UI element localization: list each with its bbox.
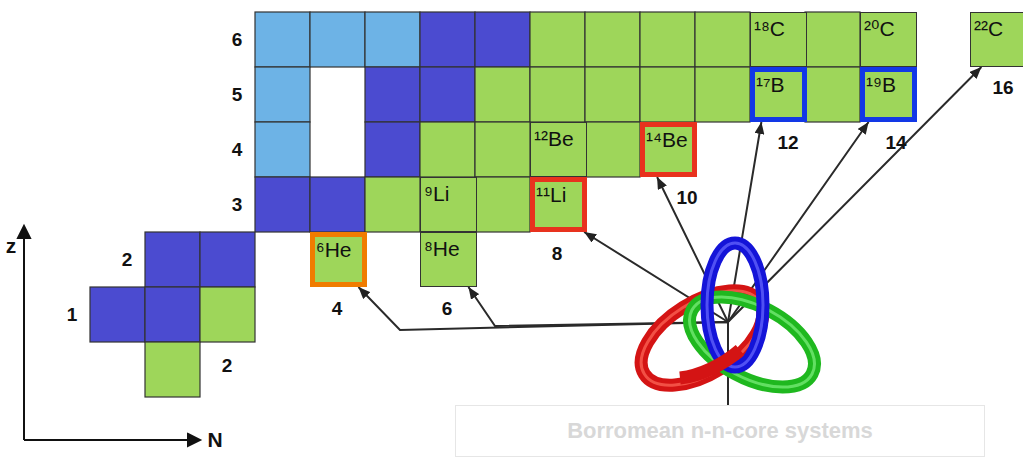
nuclide-cell — [475, 122, 530, 177]
isotope-cell: ¹⁴Be — [640, 122, 697, 177]
nuclide-cell — [365, 177, 420, 232]
nuclide-cell — [145, 342, 200, 397]
nuclide-cell — [200, 232, 255, 287]
neutron-number: 4 — [332, 298, 343, 320]
isotope-cell: ⁶He — [310, 232, 367, 287]
neutron-number: 2 — [222, 355, 233, 377]
caption-text: Borromean n-n-core systems — [567, 419, 873, 443]
nuclide-cell — [310, 12, 365, 67]
isotope-name: ¹⁴Be — [646, 128, 691, 151]
axis-label: N — [207, 428, 222, 452]
isotope-cell: ¹⁸C — [750, 12, 807, 67]
isotope-name: ¹²Be — [534, 127, 583, 150]
nuclide-cell — [475, 67, 530, 122]
isotope-name: ¹⁷B — [756, 73, 801, 96]
nuclide-cell — [475, 12, 530, 67]
label-slot: 10 — [676, 187, 697, 209]
label-slot: 2 — [122, 249, 133, 271]
label-slot: 16 — [992, 77, 1013, 99]
nuclide-cell — [530, 12, 585, 67]
proton-number: 6 — [232, 29, 243, 51]
isotope-name: ¹⁸C — [754, 17, 803, 40]
neutron-number: 14 — [885, 132, 906, 154]
label-slot: 6 — [442, 298, 453, 320]
nuclide-cell — [255, 122, 310, 177]
nuclide-cell — [640, 12, 695, 67]
proton-number: 5 — [232, 84, 243, 106]
label-slot: z — [6, 234, 17, 258]
label-slot: 4 — [232, 139, 243, 161]
label-slot: 2 — [222, 355, 233, 377]
nuclide-cell — [420, 67, 475, 122]
isotope-cell: ¹²Be — [530, 122, 587, 177]
nuclide-cell — [640, 67, 695, 122]
isotope-cell: ⁸He — [420, 232, 477, 287]
label-slot: 14 — [885, 132, 906, 154]
neutron-number: 6 — [442, 298, 453, 320]
nuclide-cell — [145, 232, 200, 287]
isotope-name: ²⁰C — [864, 17, 913, 40]
nuclide-cell — [145, 287, 200, 342]
axis-head — [188, 434, 200, 446]
nuclide-cell — [365, 12, 420, 67]
isotope-cell: ¹⁹B — [860, 67, 917, 122]
proton-number: 4 — [232, 139, 243, 161]
nuclide-cell — [695, 12, 750, 67]
nuclide-cell — [420, 12, 475, 67]
nuclide-cell — [585, 122, 640, 177]
label-slot: 6 — [232, 29, 243, 51]
nuclide-cell — [585, 67, 640, 122]
axis-label: z — [6, 234, 17, 258]
isotope-name: ⁹Li — [424, 182, 473, 205]
proton-number: 3 — [232, 194, 243, 216]
neutron-number: 10 — [676, 187, 697, 209]
label-slot: 4 — [332, 298, 343, 320]
label-slot: 8 — [552, 243, 563, 265]
label-slot: 12 — [777, 132, 798, 154]
z-axis — [23, 236, 25, 440]
nuclide-cell — [805, 67, 860, 122]
nuclide-cell — [530, 67, 585, 122]
axis-arrows — [18, 226, 200, 446]
rings — [625, 243, 829, 406]
nuclide-cell — [90, 287, 145, 342]
nuclide-cell — [695, 67, 750, 122]
nuclide-cell — [475, 177, 530, 232]
label-slot: 1 — [67, 304, 78, 326]
isotope-cell: ¹⁷B — [750, 67, 807, 122]
isotope-name: ⁸He — [424, 237, 473, 260]
nuclide-cell — [255, 67, 310, 122]
nuclide-cell — [585, 12, 640, 67]
n-axis — [24, 439, 190, 441]
pointer-arrow — [728, 67, 981, 405]
isotope-name: ¹⁹B — [866, 73, 911, 96]
nuclide-cell — [200, 287, 255, 342]
proton-number: 2 — [122, 249, 133, 271]
isotope-name: ²²C — [974, 17, 1023, 40]
nuclide-cell — [365, 122, 420, 177]
isotope-cell: ⁹Li — [420, 177, 477, 232]
nuclide-cell — [255, 12, 310, 67]
label-slot: 5 — [232, 84, 243, 106]
isotope-cell: ²²C — [970, 12, 1023, 67]
isotope-cell: ²⁰C — [860, 12, 917, 67]
neutron-number: 8 — [552, 243, 563, 265]
neutron-number: 12 — [777, 132, 798, 154]
nuclide-cell — [255, 177, 310, 232]
label-slot: 3 — [232, 194, 243, 216]
nuclide-cell — [805, 12, 860, 67]
isotope-name: ⁶He — [316, 238, 361, 261]
caption-box: Borromean n-n-core systems — [455, 405, 985, 457]
nuclide-cell — [310, 177, 365, 232]
proton-number: 1 — [67, 304, 78, 326]
nuclide-cell — [365, 67, 420, 122]
label-slot: N — [207, 428, 222, 452]
axis-head — [18, 226, 30, 238]
ring-overlap — [680, 350, 740, 378]
neutron-number: 16 — [992, 77, 1013, 99]
isotope-name: ¹¹Li — [536, 183, 581, 206]
isotope-cell: ¹¹Li — [530, 177, 587, 232]
nuclide-cell — [420, 122, 475, 177]
